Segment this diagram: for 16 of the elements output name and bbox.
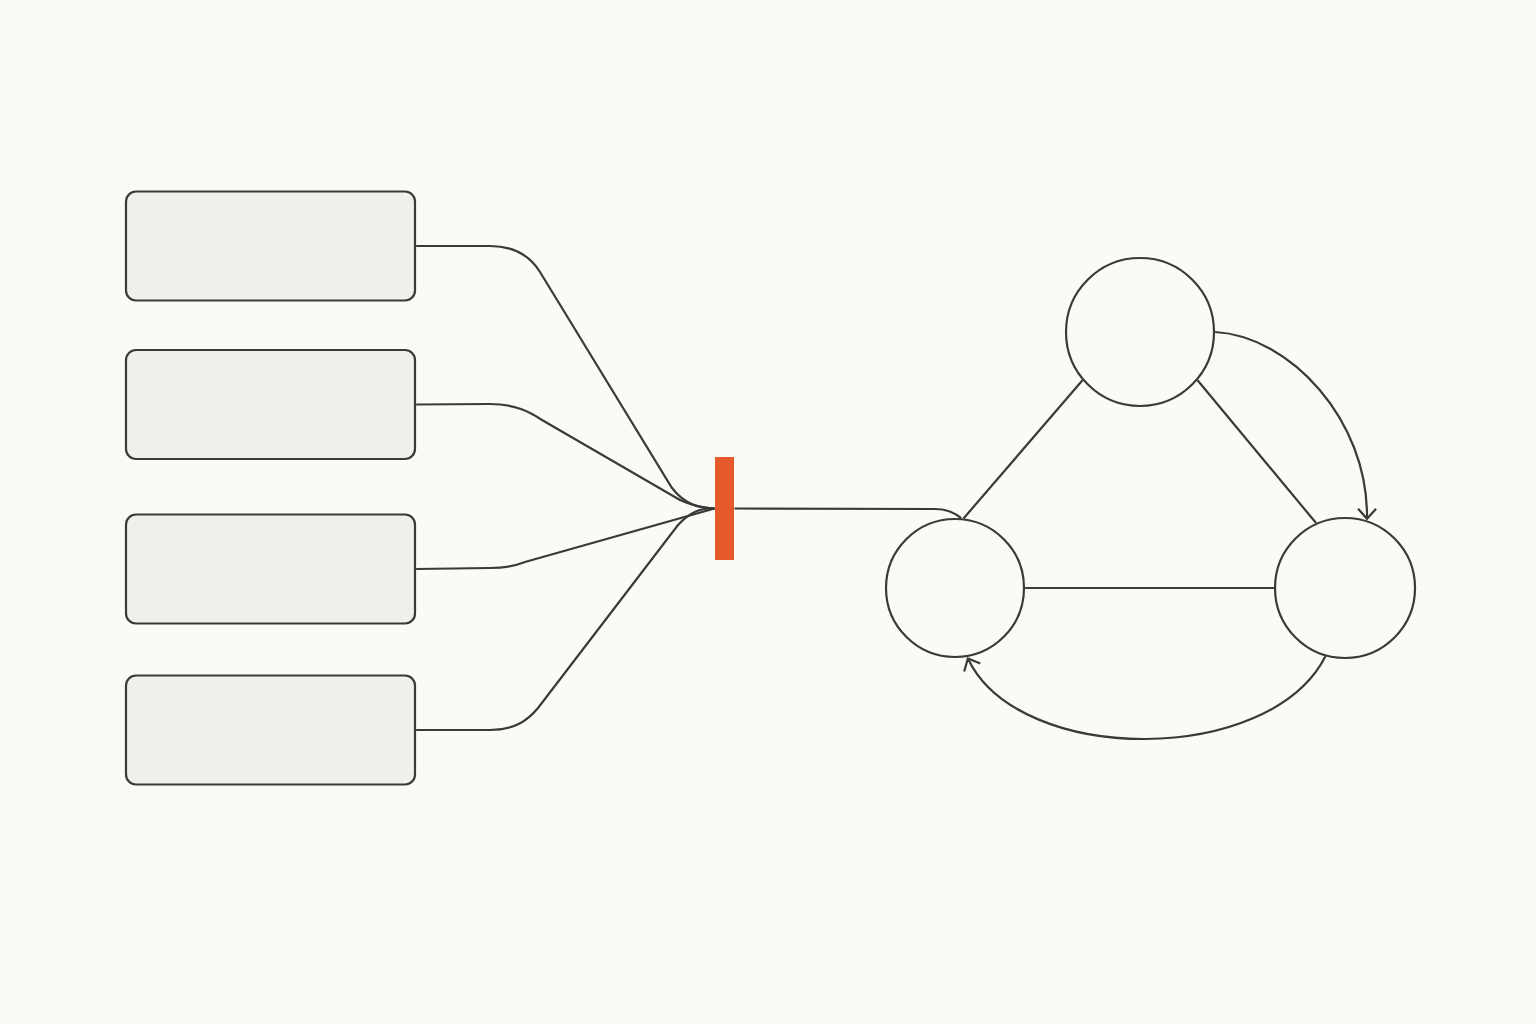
junction-bar — [715, 457, 734, 560]
rounded-box — [124, 674, 417, 786]
rounded-box — [124, 190, 417, 302]
connector-line — [416, 507, 715, 571]
curved-arrow — [963, 655, 1327, 741]
connector-line — [416, 507, 715, 732]
connector-line — [1025, 586, 1274, 590]
circle-node — [1273, 516, 1417, 660]
rounded-box — [124, 348, 417, 461]
rounded-box — [124, 513, 417, 625]
curved-arrow — [1214, 330, 1377, 521]
connector-line — [962, 379, 1084, 520]
connector-line — [734, 507, 962, 520]
circle-node — [1064, 256, 1216, 408]
connector-line — [1196, 379, 1317, 524]
circle-node — [884, 517, 1026, 659]
